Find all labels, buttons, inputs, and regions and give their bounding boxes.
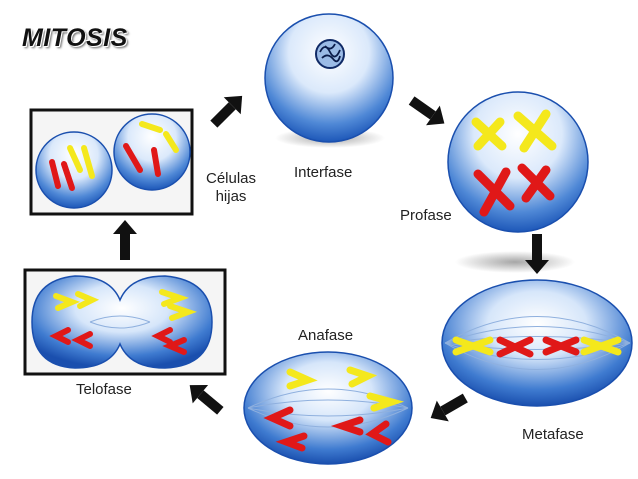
profase-cell — [448, 92, 588, 273]
telofase-panel — [25, 270, 225, 374]
label-profase: Profase — [400, 207, 452, 225]
interfase-cell — [265, 14, 393, 148]
arrow-telofase-to-daughters — [113, 220, 137, 260]
arrow-metafase-to-anafase — [425, 388, 472, 429]
label-celulas-hijas-line2: hijas — [198, 188, 264, 206]
label-anafase: Anafase — [298, 327, 353, 345]
label-interfase: Interfase — [294, 164, 352, 182]
label-celulas-hijas: Células hijas — [198, 170, 264, 206]
daughter-cells-panel — [31, 110, 192, 214]
label-telofase: Telofase — [76, 381, 132, 399]
anafase-cell — [244, 352, 412, 464]
label-celulas-hijas-line1: Células — [198, 170, 264, 188]
metafase-cell — [442, 280, 632, 406]
nucleus-icon — [316, 40, 344, 68]
label-metafase: Metafase — [522, 426, 584, 444]
arrow-anafase-to-telofase — [182, 376, 228, 420]
arrow-interfase-to-profase — [405, 91, 452, 134]
arrow-daughters-to-interfase — [205, 87, 250, 132]
